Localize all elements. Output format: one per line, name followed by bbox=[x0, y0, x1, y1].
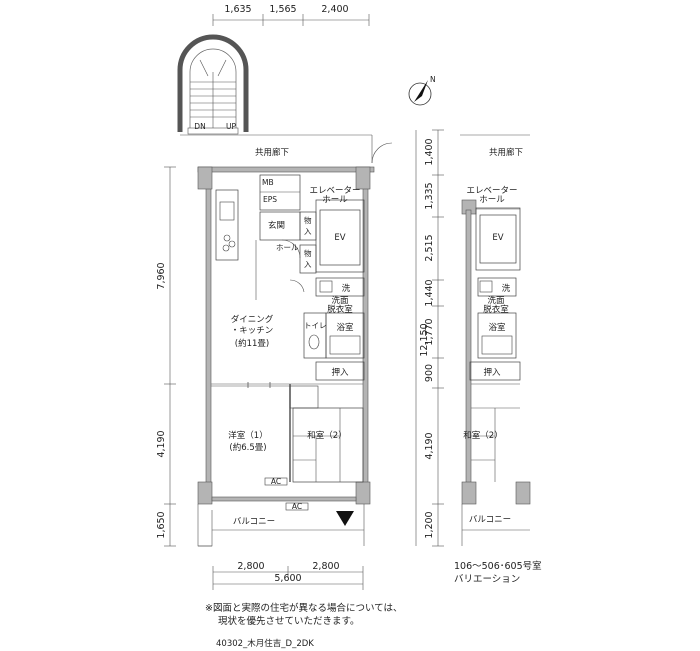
storage-label-1b: 入 bbox=[304, 227, 312, 236]
dim-right-3: 2,515 bbox=[424, 234, 435, 261]
variation-tatami bbox=[471, 383, 520, 482]
left-dimension-line bbox=[164, 166, 176, 547]
stairs-down-label: DN bbox=[194, 122, 205, 131]
variation-wash-label: 洗 bbox=[502, 283, 511, 294]
variation-washroom-1: 洗面 bbox=[487, 295, 505, 306]
dim-bottom-total: 5,600 bbox=[274, 573, 301, 584]
ac-unit-2 bbox=[285, 502, 309, 511]
variation-washroom-2: 脱衣室 bbox=[483, 304, 509, 315]
variation-balcony bbox=[461, 504, 530, 546]
variation-elevator-hall-1: エレベーター bbox=[466, 186, 517, 196]
dim-right-7: 4,190 bbox=[424, 432, 435, 459]
north-arrow-icon bbox=[408, 80, 432, 106]
elevator-hall-label-2: ホール bbox=[322, 195, 348, 205]
variation-ev-label: EV bbox=[492, 233, 503, 243]
dim-right-8: 1,200 bbox=[424, 511, 435, 538]
disclaimer-line-1: ※図面と実際の住宅が異なる場合については、 bbox=[205, 603, 403, 614]
ac-unit-1 bbox=[264, 477, 288, 486]
storage-label-2a: 物 bbox=[304, 248, 312, 258]
dim-right-total: 12,150 bbox=[419, 323, 430, 356]
stairwell bbox=[177, 34, 249, 135]
dim-right-6: 900 bbox=[424, 364, 435, 382]
western-room-label-2: (約6.5畳) bbox=[229, 442, 266, 453]
variation-caption-1: 106～506･605号室 bbox=[454, 561, 542, 572]
tatami-grid bbox=[292, 407, 364, 483]
variation-bath-label: 浴室 bbox=[488, 322, 506, 333]
dim-top-2: 1,565 bbox=[269, 4, 296, 15]
dim-left-1: 7,960 bbox=[156, 262, 167, 289]
elevator-hall-label-1: エレベーター bbox=[309, 186, 360, 196]
dim-right-5: 1,770 bbox=[424, 318, 435, 345]
dim-bottom-1: 2,800 bbox=[237, 561, 264, 572]
variation-elevator-hall-2: ホール bbox=[479, 195, 505, 205]
stairs-up-label: UP bbox=[226, 122, 236, 131]
plan-code: 40302_木月住吉_D_2DK bbox=[216, 639, 314, 649]
eps-label: EPS bbox=[263, 195, 277, 204]
storage-label-2b: 入 bbox=[304, 260, 312, 269]
variation-corridor-label: 共用廊下 bbox=[489, 147, 524, 158]
wet-area bbox=[303, 277, 365, 381]
dining-label-3: (約11畳) bbox=[235, 338, 269, 349]
dining-label-2: ・キッチン bbox=[231, 326, 274, 336]
variation-balcony-label: バルコニー bbox=[469, 515, 511, 525]
variation-elevator-shaft bbox=[475, 207, 521, 271]
toilet-label: トイレ bbox=[304, 321, 327, 330]
elevator-shaft bbox=[315, 199, 365, 273]
disclaimer-line-2: 現状を優先させていただきます。 bbox=[218, 616, 360, 627]
mb-label: MB bbox=[262, 178, 274, 187]
top-dimension-line bbox=[212, 14, 370, 26]
kitchen-counter bbox=[215, 189, 239, 261]
dim-left-2: 4,190 bbox=[156, 430, 167, 457]
bath-label: 浴室 bbox=[336, 322, 354, 333]
dim-right-4: 1,440 bbox=[424, 279, 435, 306]
variation-caption-2: バリエーション bbox=[454, 574, 521, 585]
closet-label: 押入 bbox=[331, 367, 349, 378]
dining-label-1: ダイニング bbox=[231, 314, 274, 325]
storage-label-1a: 物 bbox=[304, 215, 312, 225]
utility-block bbox=[255, 174, 317, 300]
balcony-label: バルコニー bbox=[233, 517, 275, 527]
dim-top-3: 2,400 bbox=[321, 4, 348, 15]
ev-label: EV bbox=[334, 233, 345, 243]
washroom-label-2: 脱衣室 bbox=[327, 304, 353, 315]
variation-walls bbox=[461, 199, 531, 505]
ac-label-1: AC bbox=[271, 477, 281, 486]
north-label: N bbox=[430, 75, 436, 84]
wash-label: 洗 bbox=[342, 283, 351, 294]
ac-label-2: AC bbox=[292, 502, 302, 511]
dim-right-1: 1,400 bbox=[424, 138, 435, 165]
western-room-label-1: 洋室（1） bbox=[228, 430, 267, 441]
corridor-door-swing bbox=[371, 142, 393, 164]
bottom-dimension-line bbox=[212, 566, 364, 590]
japanese-room-label: 和室（2） bbox=[307, 430, 346, 441]
dim-top-1: 1,635 bbox=[224, 4, 251, 15]
entrance-label: 玄関 bbox=[268, 220, 285, 231]
dim-left-3: 1,650 bbox=[156, 511, 167, 538]
dim-right-2: 1,335 bbox=[424, 182, 435, 209]
balcony bbox=[197, 504, 365, 547]
corridor-label: 共用廊下 bbox=[255, 147, 290, 158]
washroom-label-1: 洗面 bbox=[331, 295, 349, 306]
right-dimension-line bbox=[415, 129, 444, 547]
hall-label: ホール bbox=[276, 243, 299, 252]
exterior-walls bbox=[197, 166, 375, 505]
variation-closet-label: 押入 bbox=[483, 367, 501, 378]
dim-bottom-2: 2,800 bbox=[312, 561, 339, 572]
variation-japanese-label: 和室（2） bbox=[463, 430, 502, 441]
